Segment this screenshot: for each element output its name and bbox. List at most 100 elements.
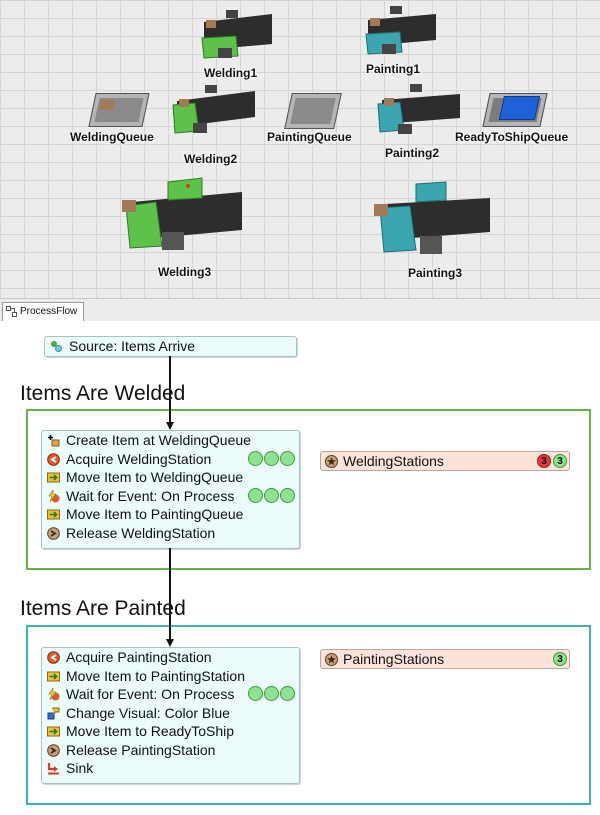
connector-arrowhead [166,639,174,647]
activity-label: Change Visual: Color Blue [66,704,230,721]
token[interactable] [280,686,295,701]
welding1-label: Welding1 [204,66,258,80]
token[interactable] [248,487,263,503]
create-icon [48,435,60,447]
welding-queue[interactable] [88,93,150,127]
activity-move-to-ready-to-ship[interactable]: Move Item to ReadyToShip [42,722,299,741]
source-icon [51,341,62,352]
activity-label: Move Item to PaintingStation [66,667,245,684]
painting-queue[interactable] [284,93,342,129]
token[interactable] [264,686,279,701]
sink-icon [47,763,59,775]
connector-arrowhead [166,422,174,430]
resource-star-icon [325,653,338,666]
model-3d-view[interactable]: Welding1 Painting1 WeldingQueue Welding2… [0,0,600,298]
painting-stations-resource[interactable]: PaintingStations 3 [320,649,570,669]
activity-label: Acquire PaintingStation [66,649,212,665]
token[interactable] [248,450,263,466]
welding-stations-resource[interactable]: WeldingStations 3 3 [320,451,570,471]
painting2-machine[interactable] [370,82,462,138]
resource-star-icon [325,455,338,468]
acquire-icon [47,452,60,466]
welding2-label: Welding2 [184,152,238,166]
connector-welded-to-painted [169,548,171,640]
release-icon [47,743,60,757]
source-activity[interactable]: Source: Items Arrive [45,337,296,356]
activity-move-to-welding-queue[interactable]: Move Item to WeldingQueue [42,468,299,487]
painted-activity-block[interactable]: Acquire PaintingStation Move Item to Pai… [41,647,300,784]
move-icon [47,472,60,483]
painting1-machine[interactable] [356,6,438,58]
acquire-icon [47,651,60,664]
source-label: Source: Items Arrive [69,338,196,354]
resource-label: WeldingStations [343,453,444,469]
welding2-machine[interactable] [165,85,257,135]
document-tab-strip: ProcessFlow [0,298,600,322]
token-group [248,686,295,701]
queue-item [99,100,116,110]
welding-queue-label: WeldingQueue [70,130,154,144]
activity-label: Acquire WeldingStation [66,450,212,467]
change-visual-icon [47,707,60,719]
move-icon [47,726,60,737]
token[interactable] [264,450,279,466]
activity-acquire-painting[interactable]: Acquire PaintingStation [42,648,299,667]
token-group [248,450,295,466]
connector-source-to-welded [169,356,171,424]
activity-create-item[interactable]: Create Item at WeldingQueue [42,431,299,450]
activity-release-welding[interactable]: Release WeldingStation [42,524,299,543]
painted-container-title: Items Are Painted [20,597,186,620]
welding1-machine[interactable] [192,8,274,62]
painting3-label: Painting3 [408,266,463,280]
token[interactable] [248,686,263,701]
tab-processflow[interactable]: ProcessFlow [2,302,84,321]
wait-event-icon [48,688,60,701]
activity-label: Wait for Event: On Process [66,686,235,702]
painting-queue-label: PaintingQueue [267,130,352,144]
process-flow-icon [6,306,17,317]
welded-container[interactable] [26,409,591,570]
painting1-label: Painting1 [366,62,421,76]
resource-label: PaintingStations [343,651,445,667]
token-group [248,487,295,503]
wait-event-icon [48,489,60,502]
token[interactable] [280,450,295,466]
resource-available-badge: 3 [553,454,567,468]
source-block[interactable]: Source: Items Arrive [44,336,297,357]
activity-label: Sink [66,760,94,776]
process-flow-canvas[interactable]: Source: Items Arrive Items Are Welded Cr… [0,321,600,815]
activity-release-painting[interactable]: Release PaintingStation [42,741,299,760]
move-icon [47,509,60,520]
activity-wait-for-event[interactable]: Wait for Event: On Process [42,685,299,704]
painted-container[interactable] [26,625,591,805]
ready-to-ship-queue-label: ReadyToShipQueue [455,130,569,144]
activity-acquire-welding[interactable]: Acquire WeldingStation [42,450,299,469]
activity-label: Move Item to PaintingQueue [66,506,244,522]
tab-label: ProcessFlow [20,306,78,317]
move-icon [47,671,60,681]
welded-container-title: Items Are Welded [20,382,186,405]
blue-items [498,96,540,120]
activity-label: Release WeldingStation [66,524,216,541]
release-icon [47,526,60,540]
painting2-label: Painting2 [385,146,440,160]
painting3-machine[interactable] [340,178,496,260]
activity-move-to-painting-station[interactable]: Move Item to PaintingStation [42,667,299,686]
welding3-label: Welding3 [158,265,212,279]
activity-label: Create Item at WeldingQueue [66,432,251,448]
activity-label: Wait for Event: On Process [66,487,235,504]
activity-label: Move Item to ReadyToShip [66,723,235,739]
activity-move-to-painting-queue[interactable]: Move Item to PaintingQueue [42,505,299,524]
resource-acquired-badge: 3 [537,454,551,468]
token[interactable] [280,487,295,503]
ready-to-ship-queue[interactable] [482,93,548,127]
activity-label: Release PaintingStation [66,741,216,758]
token[interactable] [264,487,279,503]
welding3-machine[interactable] [116,172,244,260]
activity-label: Move Item to WeldingQueue [66,469,244,485]
resource-available-badge: 3 [553,652,567,666]
activity-wait-for-event[interactable]: Wait for Event: On Process [42,487,299,506]
activity-change-visual[interactable]: Change Visual: Color Blue [42,704,299,723]
welded-activity-block[interactable]: Create Item at WeldingQueue Acquire Weld… [41,430,300,549]
activity-sink[interactable]: Sink [42,759,299,778]
